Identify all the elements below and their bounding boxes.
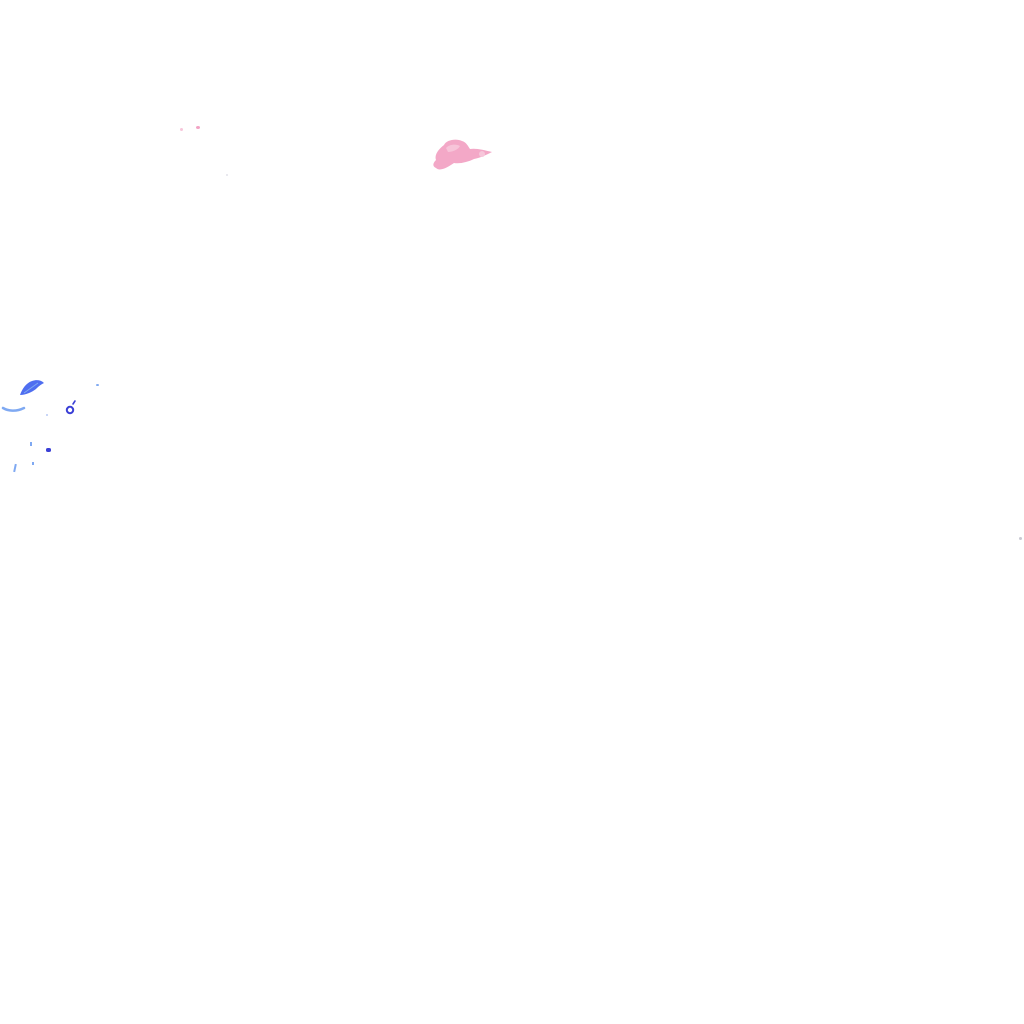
- blue-speck: [46, 414, 48, 416]
- blue-speck: [32, 462, 34, 465]
- blue-speck: [13, 463, 17, 473]
- blue-ring: [65, 400, 76, 415]
- blue-speck: [46, 448, 51, 452]
- blue-speck: [96, 384, 99, 386]
- blue-streak: [1, 406, 26, 412]
- blue-speck: [30, 442, 32, 446]
- pink-paint-splotch: [433, 139, 492, 170]
- gray-speck: [1019, 537, 1022, 540]
- pink-speck: [196, 126, 200, 129]
- gray-speck: [226, 174, 228, 176]
- pink-speck: [180, 128, 183, 131]
- blue-paint-mark: [20, 380, 44, 395]
